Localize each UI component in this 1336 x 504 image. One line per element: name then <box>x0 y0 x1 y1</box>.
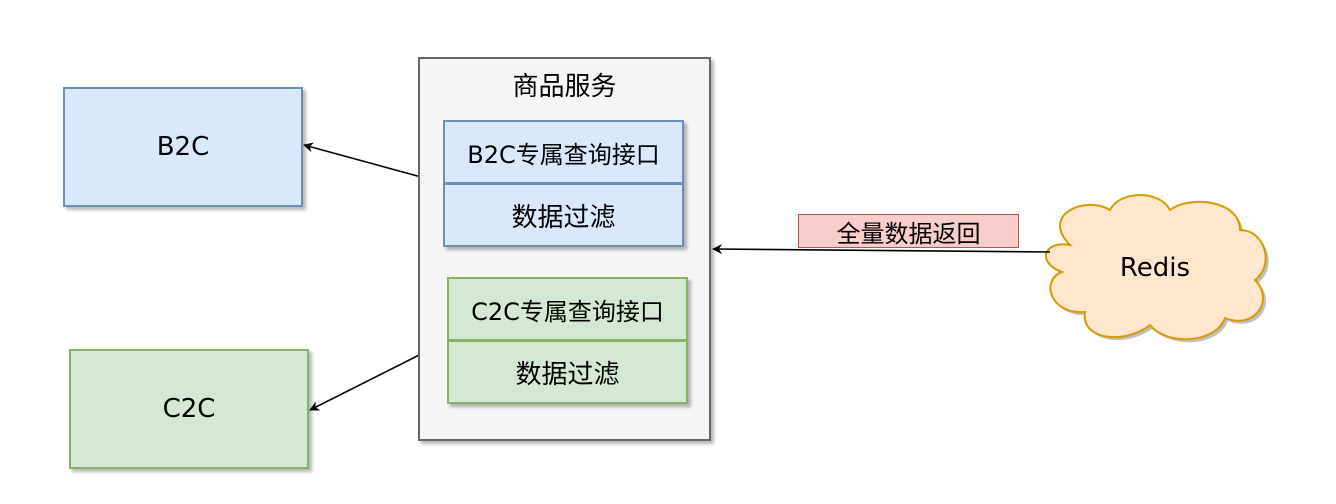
b2c-data-filter-label: 数据过滤 <box>511 202 616 233</box>
redis-cloud-shape <box>1045 194 1269 343</box>
c2c-query-interface: C2C专属查询接口 <box>447 277 688 341</box>
b2c-query-interface: B2C专属查询接口 <box>443 120 684 184</box>
b2c-client-label: B2C <box>156 132 210 162</box>
c2c-service-group: C2C专属查询接口 数据过滤 <box>447 277 688 404</box>
redis-to-service-arrow <box>712 244 1051 255</box>
b2c-client-box: B2C <box>63 87 303 207</box>
full-data-return-label: 全量数据返回 <box>798 214 1019 248</box>
c2c-data-filter: 数据过滤 <box>447 340 688 404</box>
b2c-query-interface-label: B2C专属查询接口 <box>467 140 660 169</box>
c2c-query-interface-label: C2C专属查询接口 <box>471 297 664 326</box>
b2c-data-filter: 数据过滤 <box>443 183 684 247</box>
c2c-client-box: C2C <box>69 349 309 469</box>
full-data-return-text: 全量数据返回 <box>836 219 981 248</box>
c2c-data-filter-label: 数据过滤 <box>515 359 620 390</box>
redis-label: Redis <box>1119 253 1191 283</box>
product-service-title: 商品服务 <box>512 71 617 102</box>
c2c-client-label: C2C <box>162 394 216 424</box>
b2c-service-group: B2C专属查询接口 数据过滤 <box>443 120 684 247</box>
